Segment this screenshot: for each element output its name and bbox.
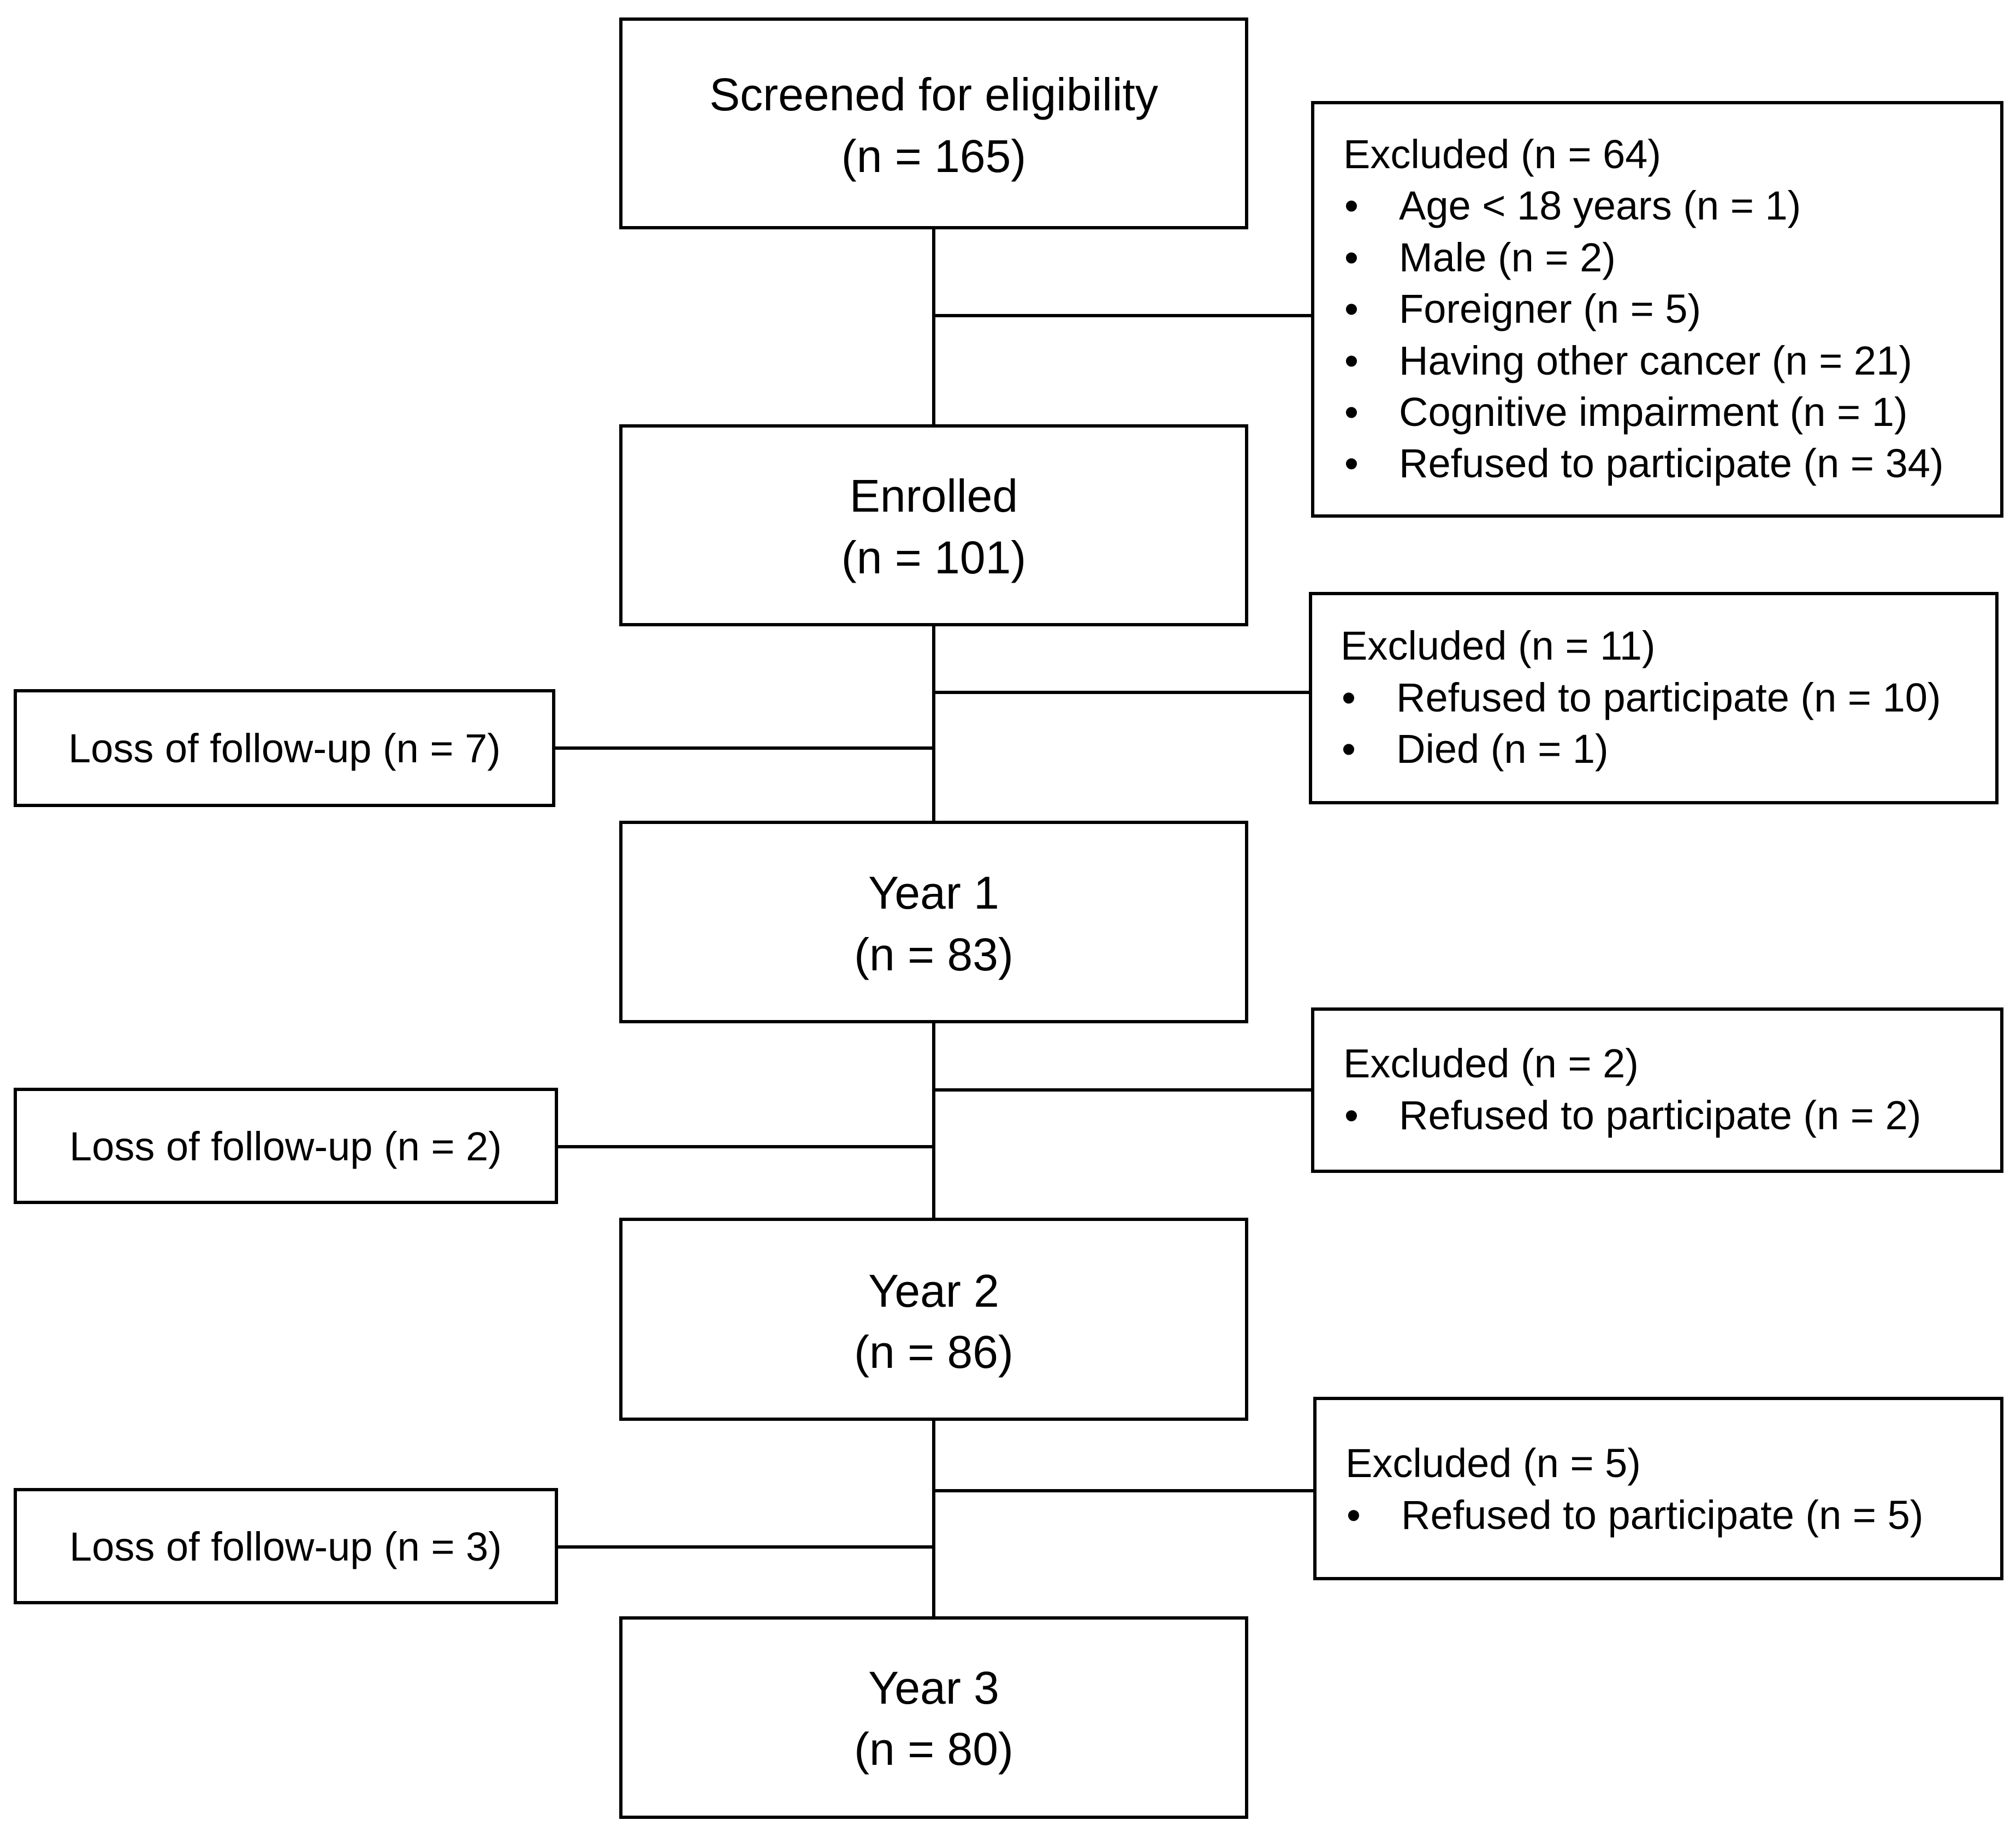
exclusion-title: Excluded (n = 64) <box>1343 132 1661 177</box>
bullet-icon: • <box>1344 286 1359 331</box>
loss-label: Loss of follow-up (n = 7) <box>68 726 501 771</box>
main-box-title: Year 2 <box>868 1265 999 1317</box>
loss-box-1: Loss of follow-up (n = 7) <box>14 689 555 807</box>
exclusion-item: Having other cancer (n = 21) <box>1399 338 1912 383</box>
main-box-count: (n = 101) <box>841 532 1027 583</box>
bullet-icon: • <box>1344 1093 1359 1138</box>
main-box-count: (n = 80) <box>854 1723 1013 1775</box>
exclusion-item: Died (n = 1) <box>1396 726 1609 772</box>
exclusion-box-1: Excluded (n = 64) • Age < 18 years (n = … <box>1311 101 2003 518</box>
bullet-icon: • <box>1344 338 1359 383</box>
main-box-enrolled: Enrolled (n = 101) <box>619 424 1248 626</box>
exclusion-item: Foreigner (n = 5) <box>1399 286 1701 331</box>
main-box-title: Screened for eligibility <box>709 69 1158 120</box>
main-box-count: (n = 83) <box>854 929 1013 980</box>
exclusion-title: Excluded (n = 2) <box>1343 1041 1639 1086</box>
loss-box-2: Loss of follow-up (n = 2) <box>14 1088 558 1204</box>
exclusion-box-2: Excluded (n = 11) • Refused to participa… <box>1309 592 1999 804</box>
exclusion-item: Refused to participate (n = 10) <box>1396 675 1941 720</box>
main-box-year-2: Year 2 (n = 86) <box>619 1218 1248 1421</box>
main-box-year-1: Year 1 (n = 83) <box>619 821 1248 1023</box>
bullet-icon: • <box>1344 183 1359 228</box>
bullet-icon: • <box>1344 235 1359 280</box>
main-box-screened: Screened for eligibility (n = 165) <box>619 17 1248 229</box>
main-box-title: Year 1 <box>868 867 999 918</box>
bullet-icon: • <box>1344 389 1359 435</box>
exclusion-item: Cognitive impairment (n = 1) <box>1399 389 1908 435</box>
main-box-count: (n = 86) <box>854 1326 1013 1378</box>
exclusion-box-4: Excluded (n = 5) • Refused to participat… <box>1313 1397 2003 1580</box>
bullet-icon: • <box>1342 675 1356 720</box>
exclusion-item: Refused to participate (n = 5) <box>1401 1492 1923 1538</box>
exclusion-item: Refused to participate (n = 34) <box>1399 441 1944 486</box>
loss-box-3: Loss of follow-up (n = 3) <box>14 1488 558 1604</box>
exclusion-title: Excluded (n = 11) <box>1341 623 1656 668</box>
main-box-title: Enrolled <box>850 470 1018 521</box>
bullet-icon: • <box>1344 441 1359 486</box>
exclusion-item: Refused to participate (n = 2) <box>1399 1093 1921 1138</box>
bullet-icon: • <box>1342 726 1356 772</box>
exclusion-box-3: Excluded (n = 2) • Refused to participat… <box>1311 1007 2003 1173</box>
bullet-icon: • <box>1347 1492 1361 1538</box>
loss-label: Loss of follow-up (n = 3) <box>69 1524 502 1569</box>
exclusion-item: Age < 18 years (n = 1) <box>1399 183 1801 228</box>
exclusion-title: Excluded (n = 5) <box>1345 1440 1641 1486</box>
connectors <box>554 228 1315 1618</box>
exclusion-item: Male (n = 2) <box>1399 235 1616 280</box>
main-box-title: Year 3 <box>868 1662 999 1714</box>
main-box-count: (n = 165) <box>841 131 1027 182</box>
loss-label: Loss of follow-up (n = 2) <box>69 1124 502 1169</box>
main-box-year-3: Year 3 (n = 80) <box>619 1616 1248 1819</box>
